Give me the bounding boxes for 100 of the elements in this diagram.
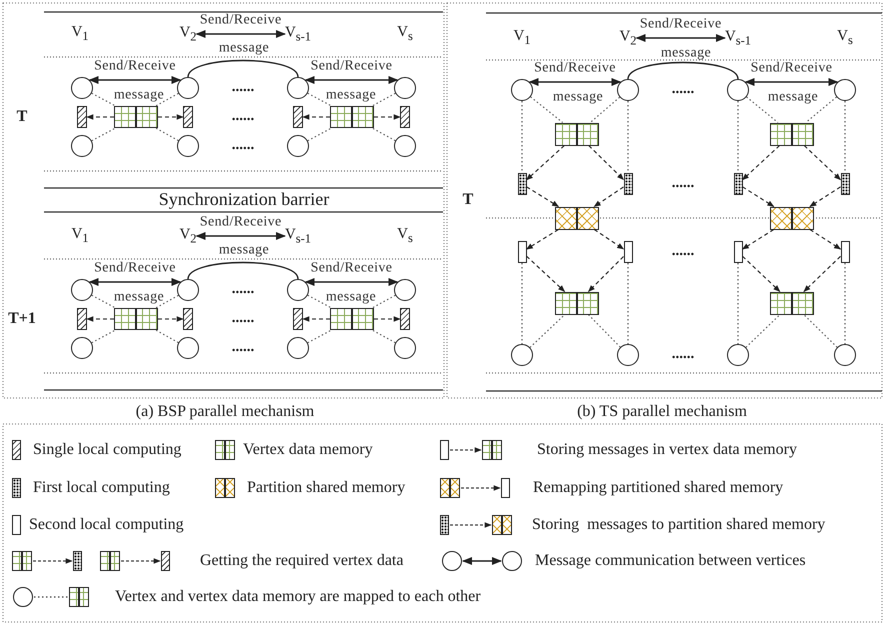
vertex-circle <box>177 279 199 301</box>
dotted-line <box>91 294 116 308</box>
vertex-circle <box>71 279 93 301</box>
dashed-arrow <box>594 186 624 207</box>
dotted-line <box>372 128 396 142</box>
dotted-line <box>307 92 332 106</box>
ellipsis: ...... <box>232 310 254 326</box>
dotted-line <box>521 263 523 344</box>
message-label: message <box>660 45 712 61</box>
dashed-arrow <box>526 256 566 292</box>
memory-grid <box>114 308 158 330</box>
ellipsis: ...... <box>232 78 254 96</box>
computing-bar <box>624 241 632 263</box>
computing-bar <box>624 173 632 195</box>
vertex-circle <box>394 337 416 359</box>
dotted-line <box>844 263 846 344</box>
double-arrow <box>744 78 838 86</box>
computing-bar <box>518 241 526 263</box>
vertex-circle <box>177 337 199 359</box>
legend-text: Vertex data memory <box>243 441 373 459</box>
panel-caption: (b) TS parallel mechanism <box>577 403 747 421</box>
dotted-line <box>155 330 179 344</box>
double-arrow <box>304 76 398 84</box>
memory-grid <box>330 106 374 128</box>
legend-text: Single local computing <box>33 441 182 459</box>
vertex-label: V$_{2}$ <box>619 29 637 47</box>
vertex-circle <box>287 77 309 99</box>
dotted-line <box>746 96 778 123</box>
vertex-label: V$_{s}$ <box>837 28 853 48</box>
message-label: message <box>768 89 818 105</box>
vertex-circle <box>834 344 856 366</box>
dashed-arrow <box>86 316 114 322</box>
ellipsis: ...... <box>672 346 694 362</box>
vertex-circle <box>71 337 93 359</box>
dashed-arrow <box>158 316 184 322</box>
double-arrow <box>636 34 726 42</box>
dotted-line <box>588 314 621 348</box>
vertex-circle <box>287 337 309 359</box>
vertex-label: V$_{1}$ <box>71 226 89 246</box>
computing-bar <box>400 308 410 330</box>
vertex-label: V$_{1}$ <box>513 28 531 48</box>
panel-caption: (a) BSP parallel mechanism <box>136 403 314 421</box>
memory-grid <box>114 106 158 128</box>
dotted-line <box>746 314 780 348</box>
ellipsis: ...... <box>232 280 254 298</box>
memory-grid <box>555 206 599 230</box>
dotted-line <box>372 330 396 344</box>
dotted-line <box>307 330 332 344</box>
vertex-circle <box>727 344 749 366</box>
dashed-arrow <box>302 316 330 322</box>
vertex-label: V$_{s-1}$ <box>284 25 312 43</box>
vertex-label: V$_{s-1}$ <box>724 29 752 47</box>
dashed-arrow <box>302 114 330 120</box>
message-label: message <box>326 289 376 305</box>
memory-grid <box>555 122 599 146</box>
double-arrow <box>88 76 182 84</box>
time-step-label: T <box>16 108 28 126</box>
dotted-line <box>372 92 396 106</box>
ellipsis: ...... <box>232 108 254 124</box>
vertex-circle <box>727 79 749 101</box>
legend-text: Vertex and vertex data memory are mapped to each other <box>115 588 481 606</box>
computing-bar <box>293 106 303 128</box>
time-step-label: T <box>462 191 474 209</box>
memory-grid <box>555 292 599 314</box>
dotted-line <box>803 314 838 348</box>
dotted-line <box>307 128 332 142</box>
dotted-line <box>155 294 179 308</box>
ellipsis: ...... <box>232 136 254 154</box>
dotted-line <box>627 263 629 344</box>
message-label: message <box>326 87 376 103</box>
vertex-circle <box>617 344 639 366</box>
dotted-line <box>806 96 837 123</box>
dashed-arrow <box>742 145 780 180</box>
dotted-line <box>590 96 620 123</box>
dashed-arrow <box>810 229 842 250</box>
dashed-arrow <box>588 145 624 180</box>
double-arrow <box>88 278 182 286</box>
computing-bar <box>400 106 410 128</box>
computing-bar <box>77 106 87 128</box>
dotted-line <box>844 101 846 173</box>
dotted-line <box>91 128 116 142</box>
dotted-line <box>627 101 629 173</box>
legend-text: Storing messages to partition shared memory <box>532 516 826 534</box>
vertex-circle <box>511 79 533 101</box>
dashed-arrow <box>374 114 401 120</box>
legend-text: Partition shared memory <box>247 479 406 497</box>
barrier-label: Synchronization barrier <box>158 190 330 210</box>
legend-text: First local computing <box>33 479 170 497</box>
dashed-arrow <box>526 145 565 180</box>
ellipsis: ...... <box>232 338 254 356</box>
vertex-label: V$_{1}$ <box>71 24 89 44</box>
dotted-line <box>91 330 116 344</box>
ellipsis: ...... <box>672 80 694 98</box>
ellipsis: ...... <box>672 174 694 192</box>
dashed-arrow <box>588 256 624 292</box>
vertex-circle <box>394 77 416 99</box>
computing-bar <box>183 308 193 330</box>
message-label: message <box>114 289 164 305</box>
dotted-line <box>155 92 179 106</box>
vertex-label: V$_{s-1}$ <box>284 227 312 245</box>
